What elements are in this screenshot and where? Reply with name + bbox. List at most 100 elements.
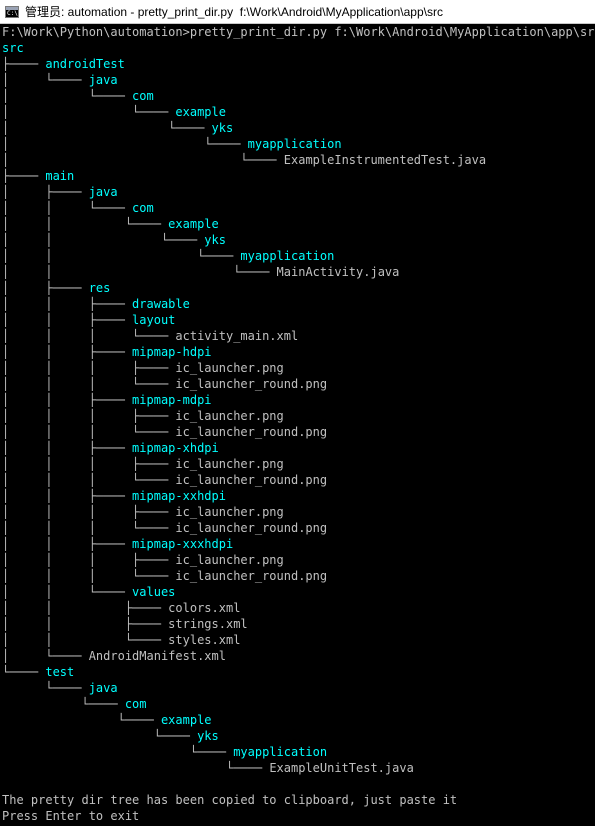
tree-branch: └──── xyxy=(2,713,161,727)
console-line: │ │ ├──── drawable xyxy=(2,296,595,312)
directory-name: java xyxy=(88,185,118,199)
tree-branch: │ │ ├──── xyxy=(2,313,133,327)
tree-branch: ├──── xyxy=(2,169,46,183)
tree-branch: │ │ └──── xyxy=(2,233,205,247)
file-name: ExampleInstrumentedTest.java xyxy=(283,153,487,167)
tree-branch: │ └──── xyxy=(2,121,212,135)
file-name: ic_launcher_round.png xyxy=(175,425,328,439)
file-name: ic_launcher_round.png xyxy=(175,377,328,391)
console-line: │ ├──── java xyxy=(2,184,595,200)
console-line: │ │ │ ├──── ic_launcher.png xyxy=(2,552,595,568)
file-name: styles.xml xyxy=(168,633,241,647)
tree-branch: │ └──── xyxy=(2,649,89,663)
directory-name: com xyxy=(132,89,154,103)
file-name: colors.xml xyxy=(168,601,241,615)
console-line: F:\Work\Python\automation>pretty_print_d… xyxy=(2,24,595,40)
console-line: │ │ ├──── mipmap-hdpi xyxy=(2,344,595,360)
console-line: └──── test xyxy=(2,664,595,680)
tree-branch: │ │ ├──── xyxy=(2,537,133,551)
directory-name: values xyxy=(132,585,176,599)
icon-glyph: C:\ xyxy=(7,9,18,17)
tree-branch: │ │ │ ├──── xyxy=(2,361,176,375)
directory-name: java xyxy=(88,73,118,87)
tree-branch: └──── xyxy=(2,745,234,759)
console-text: The pretty dir tree has been copied to c… xyxy=(2,793,458,807)
console-line: └──── java xyxy=(2,680,595,696)
tree-branch: │ │ ├──── xyxy=(2,441,133,455)
file-name: ic_launcher_round.png xyxy=(175,521,328,535)
tree-branch: │ │ ├──── xyxy=(2,345,133,359)
console-line: │ └──── example xyxy=(2,104,595,120)
console-line: │ └──── AndroidManifest.xml xyxy=(2,648,595,664)
tree-branch: │ │ │ └──── xyxy=(2,473,176,487)
icon-titlebar-strip xyxy=(6,6,18,10)
console-line: │ │ │ └──── activity_main.xml xyxy=(2,328,595,344)
console-line: │ │ │ ├──── ic_launcher.png xyxy=(2,504,595,520)
directory-name: src xyxy=(2,41,24,55)
tree-branch: │ │ └──── xyxy=(2,633,169,647)
console-line: │ │ │ └──── ic_launcher_round.png xyxy=(2,568,595,584)
tree-branch: │ │ ├──── xyxy=(2,393,133,407)
file-name: ic_launcher.png xyxy=(175,457,284,471)
tree-branch: │ │ ├──── xyxy=(2,297,133,311)
tree-branch: └──── xyxy=(2,665,46,679)
tree-branch: │ │ │ ├──── xyxy=(2,553,176,567)
console-text: Press Enter to exit xyxy=(2,809,140,823)
file-name: ic_launcher_round.png xyxy=(175,569,328,583)
tree-branch: │ │ └──── xyxy=(2,201,133,215)
tree-branch: │ │ │ └──── xyxy=(2,569,176,583)
directory-name: java xyxy=(88,681,118,695)
console-line: └──── ExampleUnitTest.java xyxy=(2,760,595,776)
console-line xyxy=(2,776,595,792)
console-line: The pretty dir tree has been copied to c… xyxy=(2,792,595,808)
console-line: └──── com xyxy=(2,696,595,712)
title-bar[interactable]: C:\ 管理员: automation - pretty_print_dir.p… xyxy=(0,0,595,24)
directory-name: mipmap-xxxhdpi xyxy=(132,537,234,551)
tree-branch: │ │ │ └──── xyxy=(2,329,176,343)
tree-branch: │ │ └──── xyxy=(2,249,241,263)
tree-branch: └──── xyxy=(2,681,89,695)
console-window-icon[interactable]: C:\ xyxy=(5,5,19,18)
tree-branch: │ │ │ └──── xyxy=(2,377,176,391)
console-line: ├──── main xyxy=(2,168,595,184)
file-name: ic_launcher.png xyxy=(175,553,284,567)
console-line: │ │ │ ├──── ic_launcher.png xyxy=(2,360,595,376)
tree-branch: │ │ └──── xyxy=(2,265,277,279)
file-name: ic_launcher.png xyxy=(175,361,284,375)
console-line: │ │ └──── values xyxy=(2,584,595,600)
file-name: ExampleUnitTest.java xyxy=(269,761,414,775)
directory-name: com xyxy=(124,697,147,711)
directory-name: myapplication xyxy=(247,137,342,151)
directory-name: mipmap-mdpi xyxy=(132,393,212,407)
console-line: │ │ └──── MainActivity.java xyxy=(2,264,595,280)
directory-name: mipmap-xxhdpi xyxy=(132,489,226,503)
console-output[interactable]: F:\Work\Python\automation>pretty_print_d… xyxy=(2,24,595,826)
console-line: │ └──── java xyxy=(2,72,595,88)
console-text: F:\Work\Python\automation>pretty_print_d… xyxy=(2,25,595,39)
directory-name: myapplication xyxy=(233,745,328,759)
console-line: │ └──── ExampleInstrumentedTest.java xyxy=(2,152,595,168)
console-line: src xyxy=(2,40,595,56)
console-line: │ │ └──── com xyxy=(2,200,595,216)
tree-branch: │ │ │ └──── xyxy=(2,521,176,535)
tree-branch: ├──── xyxy=(2,57,46,71)
directory-name: yks xyxy=(204,233,226,247)
tree-branch: │ ├──── xyxy=(2,185,89,199)
file-name: activity_main.xml xyxy=(175,329,299,343)
tree-branch: │ │ └──── xyxy=(2,217,169,231)
tree-branch: │ └──── xyxy=(2,137,248,151)
tree-branch: └──── xyxy=(2,697,125,711)
console-line: │ │ ├──── mipmap-xhdpi xyxy=(2,440,595,456)
tree-branch: │ └──── xyxy=(2,89,133,103)
directory-name: example xyxy=(160,713,212,727)
console-line: Press Enter to exit xyxy=(2,808,595,824)
console-line: │ │ └──── styles.xml xyxy=(2,632,595,648)
file-name: AndroidManifest.xml xyxy=(88,649,226,663)
directory-name: example xyxy=(168,217,219,231)
console-line: │ │ │ ├──── ic_launcher.png xyxy=(2,456,595,472)
directory-name: main xyxy=(45,169,75,183)
directory-name: yks xyxy=(197,729,219,743)
directory-name: yks xyxy=(211,121,234,135)
directory-name: com xyxy=(132,201,154,215)
